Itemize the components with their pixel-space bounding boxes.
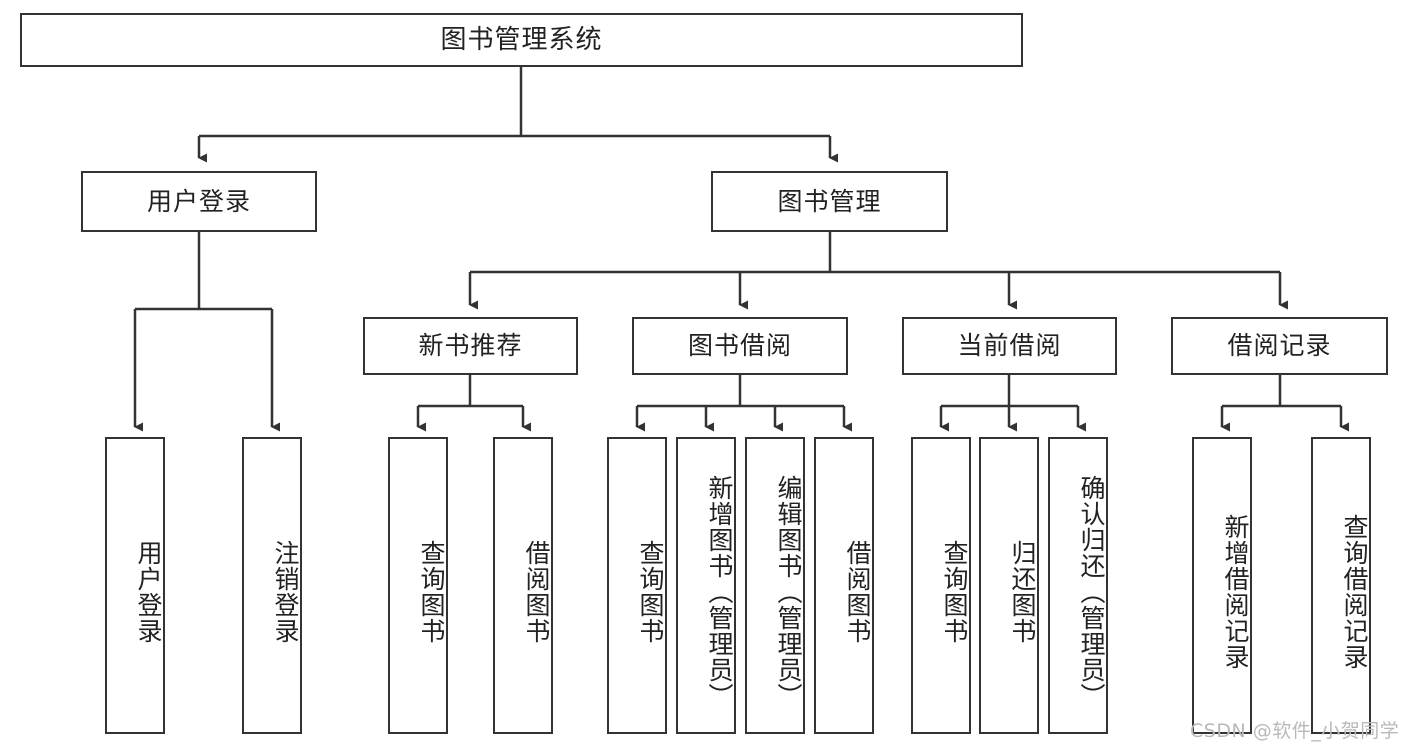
node-label: 查询借阅记录 [1340,513,1369,670]
node-label: 用户登录 [134,539,163,644]
leaf-user-login[interactable]: 用户登录 [105,437,165,734]
node-label: 新增借阅记录 [1221,513,1250,670]
node-user-login[interactable]: 用户登录 [81,171,317,232]
node-book-borrow[interactable]: 图书借阅 [632,317,848,375]
leaf-newbook-borrow-book[interactable]: 借阅图书 [493,437,553,734]
node-label: 图书借阅 [687,331,792,361]
node-label: 编辑图书（管理员） [774,474,803,709]
node-label: 注销登录 [271,539,300,644]
node-label: 图书管理 [777,186,882,216]
leaf-record-query-borrow-record[interactable]: 查询借阅记录 [1311,437,1371,734]
node-current-borrow[interactable]: 当前借阅 [902,317,1117,375]
node-label: 查询图书 [940,539,969,644]
node-label: 归还图书 [1008,539,1037,644]
leaf-current-confirm-return-admin[interactable]: 确认归还（管理员） [1048,437,1108,734]
leaf-borrow-add-book-admin[interactable]: 新增图书（管理员） [676,437,736,734]
leaf-borrow-borrow-book[interactable]: 借阅图书 [814,437,874,734]
node-label: 新增图书（管理员） [705,474,734,709]
node-label: 借阅图书 [522,539,551,644]
node-label: 借阅记录 [1227,331,1332,361]
node-borrow-record[interactable]: 借阅记录 [1171,317,1388,375]
node-label: 确认归还（管理员） [1077,474,1106,709]
csdn-watermark: CSDN @软件_小贺同学 [1190,720,1400,742]
leaf-record-add-borrow-record[interactable]: 新增借阅记录 [1192,437,1252,734]
node-label: 当前借阅 [957,331,1062,361]
node-label: 借阅图书 [843,539,872,644]
leaf-current-query-book[interactable]: 查询图书 [911,437,971,734]
leaf-borrow-edit-book-admin[interactable]: 编辑图书（管理员） [745,437,805,734]
leaf-current-return-book[interactable]: 归还图书 [979,437,1039,734]
node-root-system[interactable]: 图书管理系统 [20,13,1023,67]
node-label: 新书推荐 [418,331,523,361]
leaf-newbook-query-book[interactable]: 查询图书 [388,437,448,734]
leaf-logout-login[interactable]: 注销登录 [242,437,302,734]
node-book-management[interactable]: 图书管理 [711,171,948,232]
node-label: 查询图书 [636,539,665,644]
node-new-book-recommend[interactable]: 新书推荐 [363,317,578,375]
node-label: 用户登录 [146,186,251,216]
node-label: 图书管理系统 [440,24,603,55]
leaf-borrow-query-book[interactable]: 查询图书 [607,437,667,734]
node-label: 查询图书 [417,539,446,644]
